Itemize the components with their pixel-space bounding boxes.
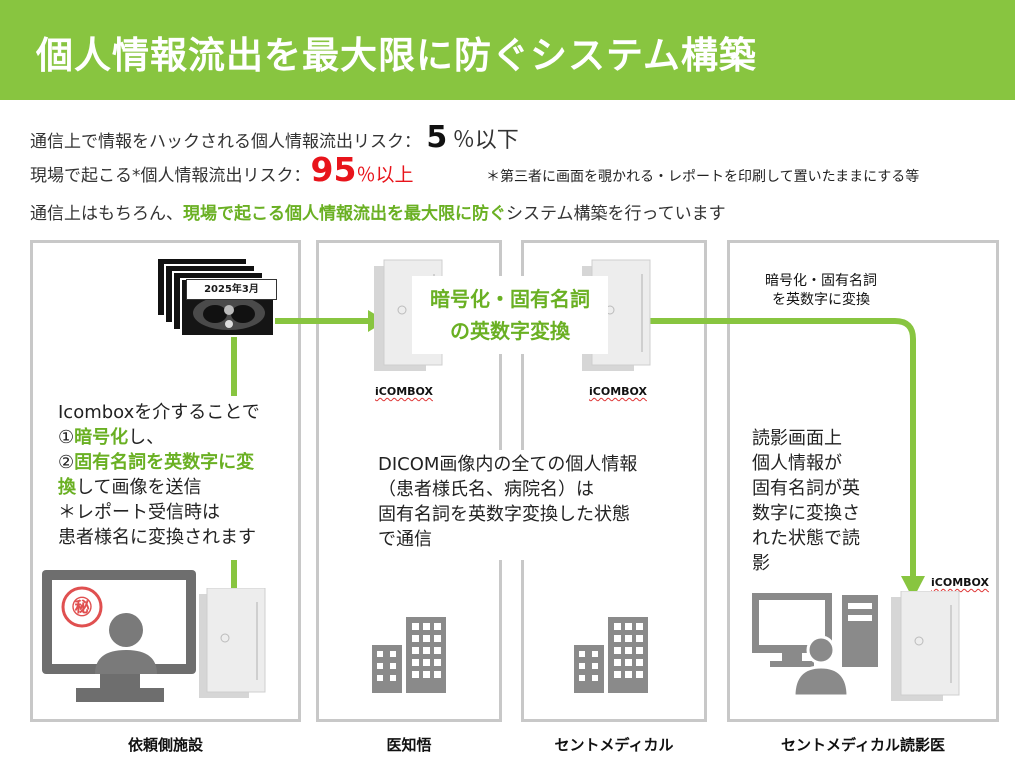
building-icon-cent xyxy=(574,617,648,693)
label-reading-doctor: セントメディカル読影医 xyxy=(781,736,945,754)
site-risk-label: 現場で起こる*個人情報流出リスク： xyxy=(30,166,311,186)
workstation-user-icon xyxy=(752,593,878,698)
arrow-to-reader xyxy=(650,318,925,599)
reader-desc-line3: 固有名詞が英 xyxy=(752,478,860,499)
summary-line: 通信上はもちろん、現場で起こる個人情報流出を最大限に防ぐシステム構築を行っていま… xyxy=(30,199,726,224)
svg-text:㊙: ㊙ xyxy=(72,595,92,619)
step2-text: して画像を送信 xyxy=(76,477,202,498)
icombox-server-reader xyxy=(891,591,960,701)
building-icon-ichigo xyxy=(372,617,446,693)
reader-desc-line5: れた状態で読 xyxy=(752,528,860,549)
site-risk-line: 現場で起こる*個人情報流出リスク：95％以上 xyxy=(30,150,413,189)
reader-note-line2: を英数字に変換 xyxy=(772,292,870,308)
panel1-line1: Icomboxを介することで xyxy=(58,402,260,423)
step2-number: ② xyxy=(58,452,75,473)
icombox-label-cent: iCOMBOX xyxy=(589,385,647,398)
reader-desc-line1: 読影画面上 xyxy=(752,428,842,449)
step1-text: し、 xyxy=(128,427,165,448)
icombox-server-requesting xyxy=(199,588,266,698)
panel1-line4: 換して画像を送信 xyxy=(58,475,288,500)
summary-post: システム構築を行っています xyxy=(506,204,726,224)
step1-highlight: 暗号化 xyxy=(74,427,129,448)
connector-vertical-bottom xyxy=(231,560,237,592)
comm-risk-line: 通信上で情報をハックされる個人情報流出リスク： 5 ％以下 xyxy=(30,120,519,155)
reader-desc-line2: 個人情報が xyxy=(752,453,842,474)
comm-risk-suffix: ％以下 xyxy=(452,128,519,153)
ichigo-desc-line3: 固有名詞を英数字変換した状態 xyxy=(378,504,630,525)
ct-image-stack xyxy=(156,257,277,342)
comm-risk-value: 5 xyxy=(426,120,448,155)
step1-number: ① xyxy=(58,427,75,448)
arrow-to-ichigo xyxy=(270,310,386,332)
site-risk-note: ＊第三者に画面を覗かれる・レポートを印刷して置いたままにする等 xyxy=(486,169,920,185)
label-requesting-facility: 依頼側施設 xyxy=(127,736,203,754)
panel1-line6: 患者様名に変換されます xyxy=(58,527,256,548)
panel1-line5: ＊レポート受信時は xyxy=(58,502,220,523)
description-backdrop xyxy=(372,450,672,560)
label-ichigo: 医知悟 xyxy=(386,736,432,754)
header-banner xyxy=(0,0,1015,100)
panel1-line3: ②固有名詞を英数字に変 xyxy=(58,450,288,475)
reader-description: 読影画面上 個人情報が 固有名詞が英 数字に変換さ れた状態で読 影 xyxy=(752,426,860,576)
comm-risk-label: 通信上で情報をハックされる個人情報流出リスク： xyxy=(30,132,421,152)
summary-pre: 通信上はもちろん、 xyxy=(30,204,183,224)
ichigo-desc-line4: で通信 xyxy=(378,529,432,550)
reader-desc-line4: 数字に変換さ xyxy=(752,503,860,524)
step2-highlight: 固有名詞を英数字に変 xyxy=(74,452,255,473)
ichigo-desc-line2: （患者様氏名、病院名）は xyxy=(378,479,594,500)
callout-line2: の英数字変換 xyxy=(450,319,570,343)
site-risk-suffix: ％以上 xyxy=(356,164,414,186)
reader-note-line1: 暗号化・固有名詞 xyxy=(765,273,877,289)
summary-highlight: 現場で起こる個人情報流出を最大限に防ぐ xyxy=(183,204,506,224)
page-title: 個人情報流出を最大限に防ぐシステム構築 xyxy=(36,34,757,77)
reader-encryption-note: 暗号化・固有名詞 を英数字に変換 xyxy=(765,272,877,310)
connector-vertical-top xyxy=(231,333,237,396)
label-cent-medical: セントメディカル xyxy=(554,736,674,754)
reader-desc-line6: 影 xyxy=(752,553,770,574)
icombox-label-reader: iCOMBOX xyxy=(931,576,989,589)
step2-highlight-cont: 換 xyxy=(58,477,76,498)
site-risk-value: 95 xyxy=(310,150,357,189)
scan-date-label: 2025年3月 xyxy=(186,279,277,300)
panel1-description: Icomboxを介することで ①暗号化し、 ②固有名詞を英数字に変 換して画像を… xyxy=(58,400,288,550)
panel1-line2: ①暗号化し、 xyxy=(58,425,288,450)
encryption-callout: 暗号化・固有名詞 の英数字変換 xyxy=(412,276,608,354)
monitor-user-icon: ㊙ xyxy=(42,570,196,702)
icombox-label-ichigo: iCOMBOX xyxy=(375,385,433,398)
callout-line1: 暗号化・固有名詞 xyxy=(430,287,590,311)
ichigo-description: DICOM画像内の全ての個人情報 （患者様氏名、病院名）は 固有名詞を英数字変換… xyxy=(378,452,637,552)
ichigo-desc-line1: DICOM画像内の全ての個人情報 xyxy=(378,454,638,475)
